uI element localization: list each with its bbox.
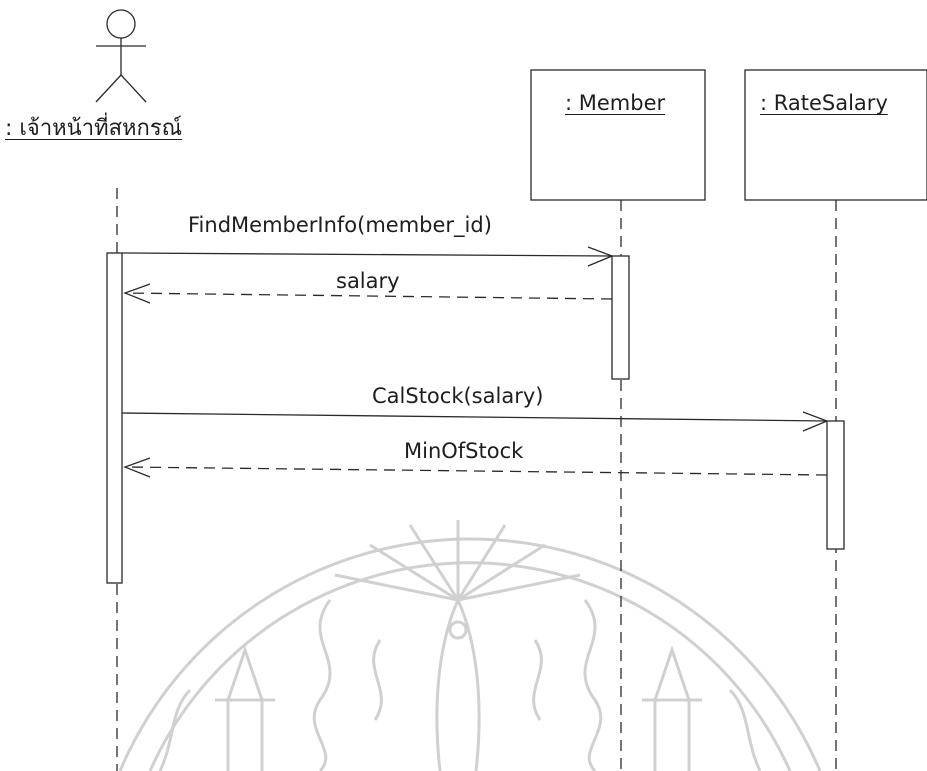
object-label-member: : Member: [565, 91, 666, 115]
message-label-salary: salary: [336, 269, 400, 293]
message-arrow-salary: [123, 283, 613, 304]
activation-rate-salary: [826, 420, 845, 550]
activation-actor: [106, 252, 123, 584]
message-label-find-member-info: FindMemberInfo(member_id): [188, 213, 492, 237]
actor-icon: [95, 9, 147, 103]
message-arrow-cal-stock: [121, 411, 829, 432]
object-label-rate-salary: : RateSalary: [760, 91, 888, 115]
object-box-rate-salary: [744, 69, 927, 201]
object-box-member: [530, 69, 706, 201]
activation-member: [611, 255, 630, 380]
message-label-cal-stock: CalStock(salary): [372, 384, 544, 408]
actor-label: : เจ้าหน้าที่สหกรณ์: [5, 116, 183, 141]
message-arrow-find-member-info: [121, 246, 614, 267]
message-label-min-of-stock: MinOfStock: [404, 439, 524, 463]
message-arrow-min-of-stock: [123, 457, 828, 478]
